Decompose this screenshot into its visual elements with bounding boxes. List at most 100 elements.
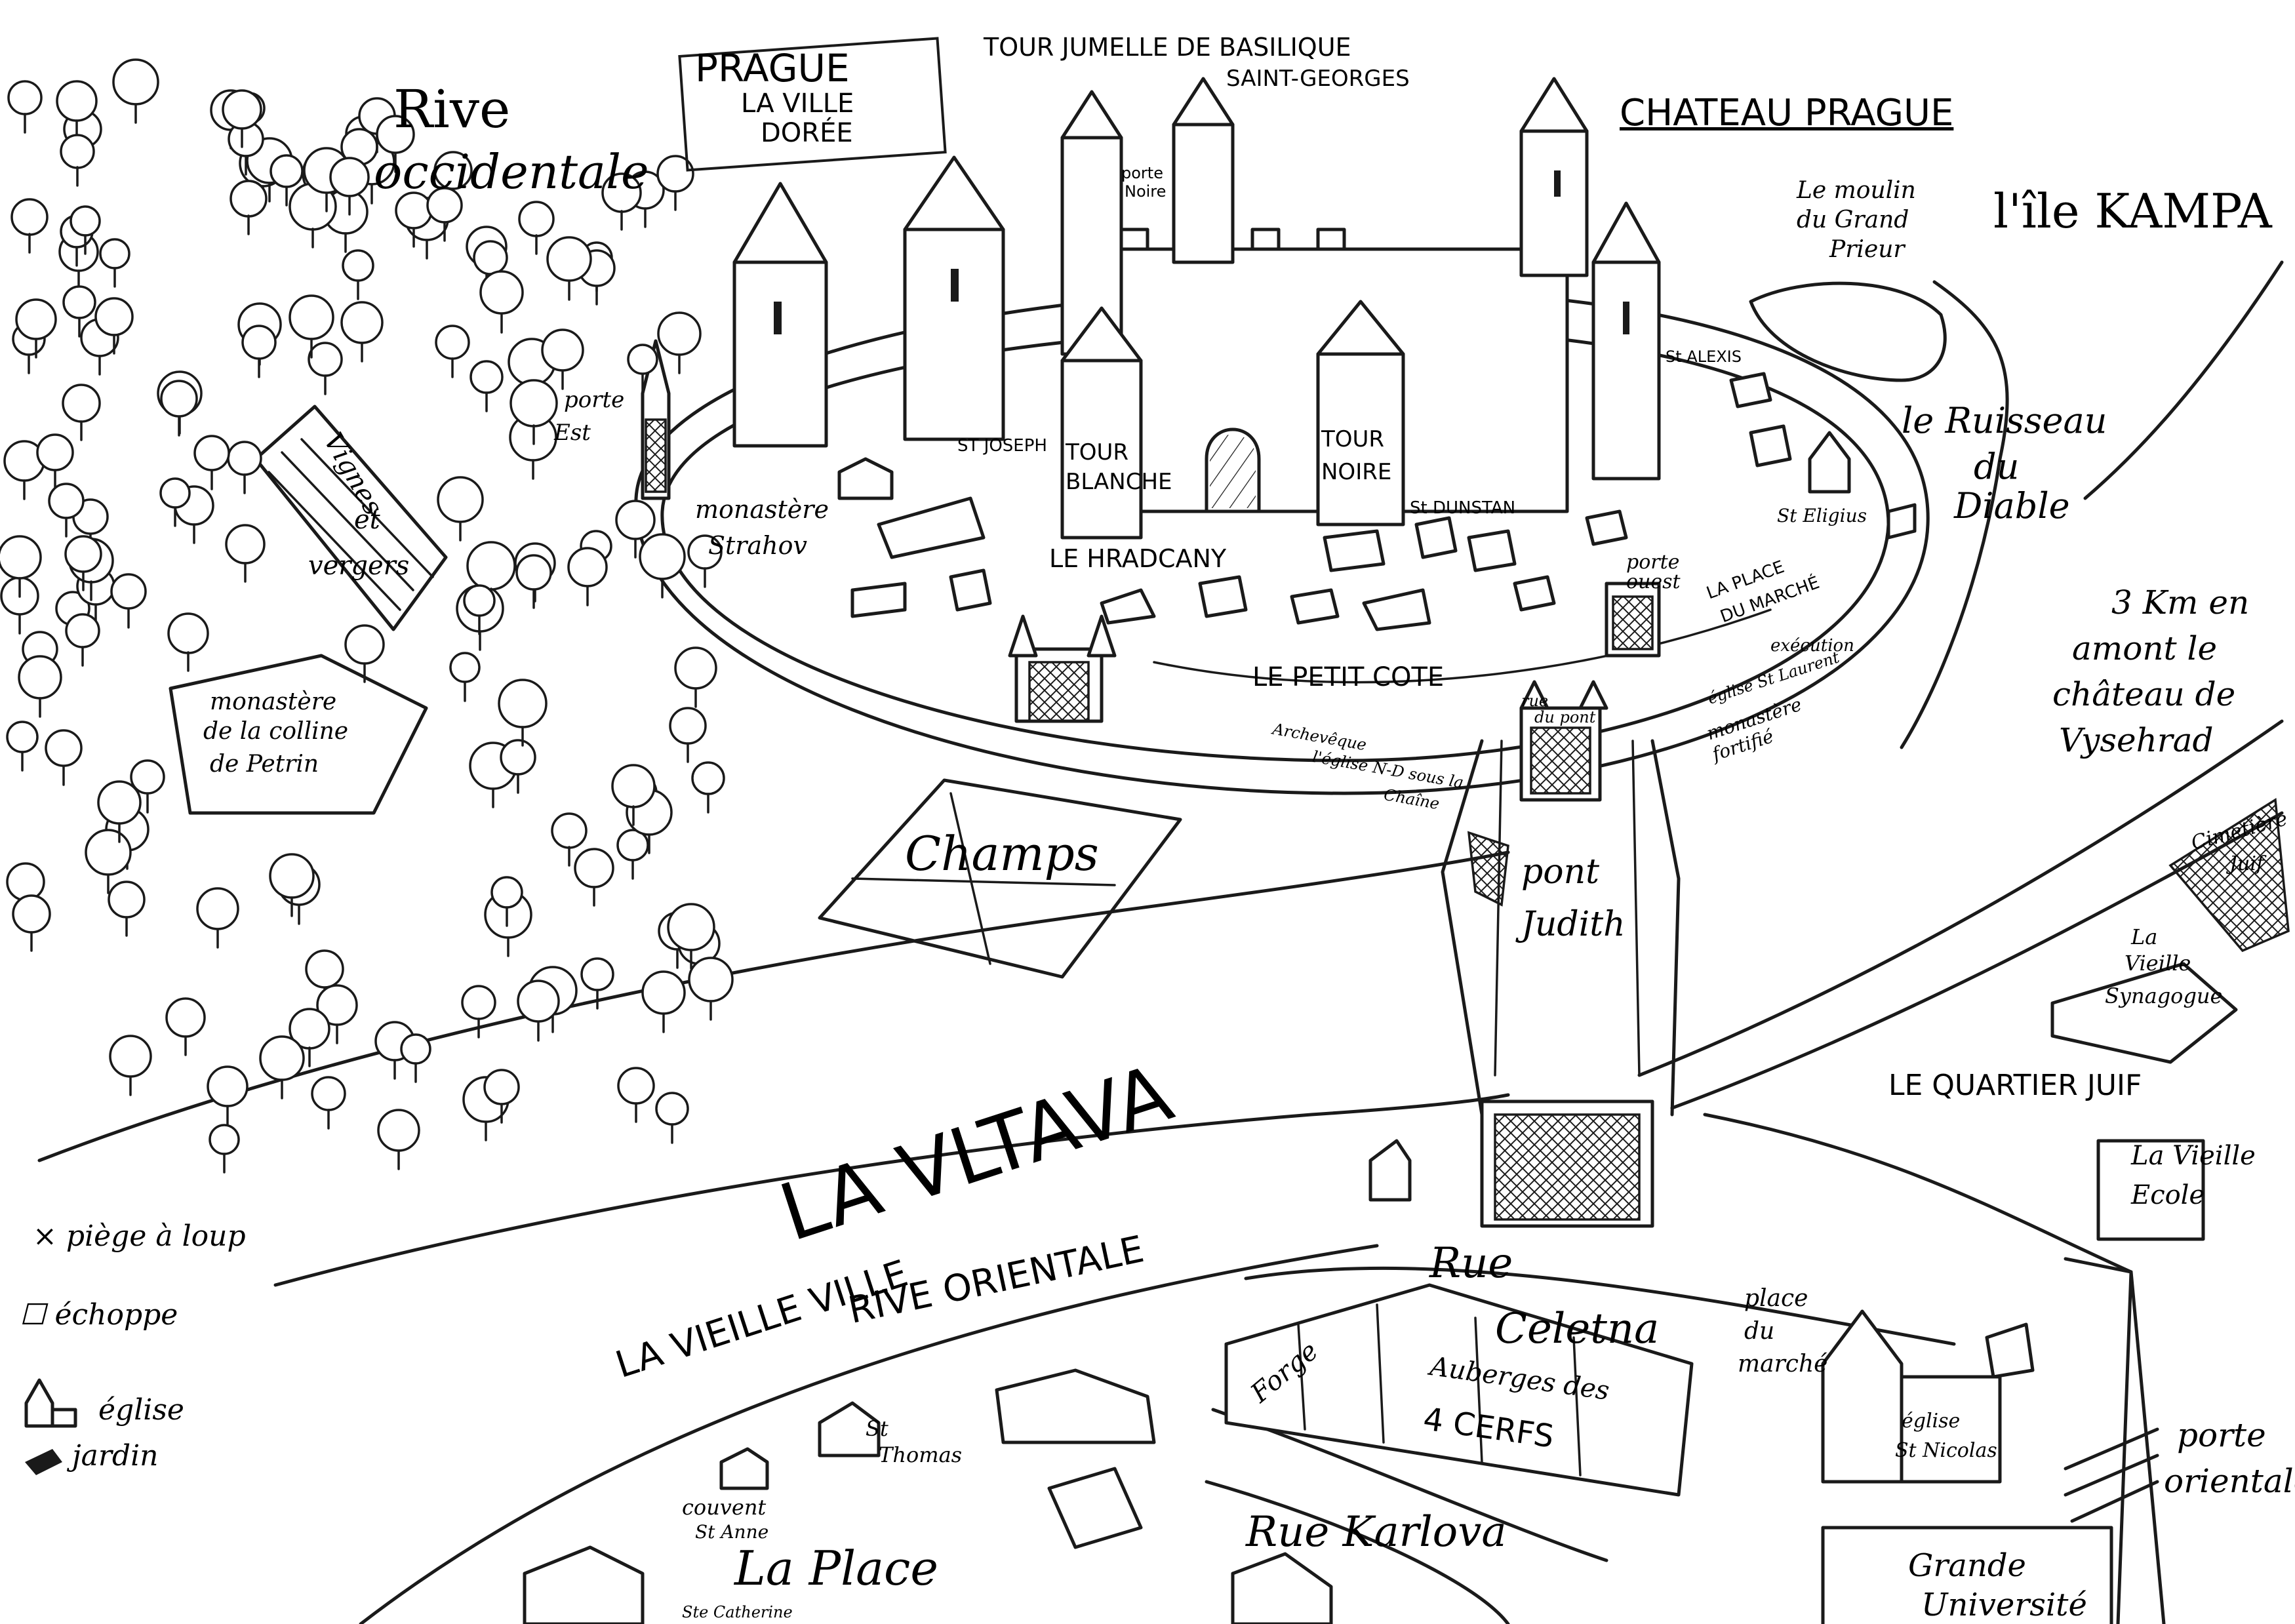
porte-est-label-1: porte bbox=[564, 387, 625, 413]
vignes-vergers bbox=[254, 405, 448, 631]
tour-noire-label-2: NOIRE bbox=[1321, 459, 1392, 485]
tree bbox=[209, 1124, 240, 1155]
synagogue-label-2: Vieille bbox=[2125, 951, 2191, 976]
shop-icon: ☐ bbox=[20, 1298, 46, 1332]
tour-blanche-label-1: TOUR bbox=[1066, 439, 1129, 465]
pont-judith-label-1: pont bbox=[1521, 852, 1599, 892]
monastere-strahov-label-2: Strahov bbox=[708, 531, 807, 560]
tree bbox=[611, 764, 656, 808]
tree bbox=[641, 970, 686, 1015]
river-bank-north bbox=[37, 850, 1510, 1162]
vignes-label-2: et bbox=[354, 505, 380, 535]
porte-sud-gate bbox=[1008, 614, 1117, 723]
tree bbox=[18, 655, 62, 700]
tree bbox=[627, 344, 658, 375]
tree bbox=[500, 739, 536, 776]
rue-pont-label-2: du pont bbox=[1534, 708, 1596, 726]
vysehrad-label-3: château de bbox=[2052, 675, 2236, 713]
tree bbox=[541, 328, 584, 372]
tree bbox=[498, 679, 548, 728]
trap-icon: × bbox=[33, 1219, 57, 1253]
tree bbox=[227, 441, 262, 476]
map-title-line-3: DORÉE bbox=[761, 118, 853, 148]
cimetiere-juif bbox=[2168, 798, 2290, 953]
tree bbox=[65, 613, 100, 648]
tree bbox=[230, 180, 268, 218]
universite-label-1: Grande bbox=[1908, 1547, 2026, 1584]
tree bbox=[466, 541, 516, 591]
tree bbox=[207, 1065, 249, 1107]
rue-karlova-label: Rue Karlova bbox=[1246, 1508, 1507, 1556]
moulin-label-3: Prieur bbox=[1829, 236, 1905, 263]
tree bbox=[400, 1033, 431, 1065]
moulin-label-2: du Grand bbox=[1797, 207, 1909, 233]
tree bbox=[574, 848, 614, 888]
street-celetna bbox=[1244, 1266, 1956, 1346]
tree bbox=[691, 761, 725, 795]
st-alexis-label: St ALEXIS bbox=[1666, 347, 1742, 366]
vieille-ecole bbox=[2096, 1139, 2205, 1241]
petrin-label-2: de la colline bbox=[203, 718, 349, 745]
tree bbox=[667, 903, 715, 951]
place-du-marche-label-2: du bbox=[1744, 1318, 1775, 1345]
legend-church-icon bbox=[24, 1378, 77, 1428]
pont-side-hatch bbox=[1467, 831, 1509, 907]
vysehrad-label-1: 3 Km en bbox=[2111, 584, 2250, 622]
rue-pont-label-1: rue bbox=[1521, 692, 1549, 710]
porte-noire-label-1: porte bbox=[1121, 164, 1163, 182]
place-du-marche-label-1: place bbox=[1744, 1285, 1808, 1312]
porte-est-label-2: Est bbox=[554, 420, 591, 446]
legend-item-church: église bbox=[98, 1393, 184, 1427]
synagogue-label-3: Synagogue bbox=[2105, 983, 2223, 1008]
tour-blanche bbox=[1060, 306, 1143, 540]
river-bank-south bbox=[273, 1093, 1510, 1287]
kampa-label: l'île KAMPA bbox=[1993, 184, 2272, 239]
tree bbox=[580, 957, 614, 991]
tree bbox=[45, 729, 83, 767]
tree bbox=[193, 435, 230, 471]
tree bbox=[110, 573, 147, 610]
map-title-line-2: LA VILLE bbox=[741, 89, 854, 119]
legend-item-shop: ☐ échoppe bbox=[20, 1298, 178, 1332]
castle-gate-arch-fill bbox=[1210, 434, 1256, 508]
st-eligius-label: St Eligius bbox=[1777, 505, 1867, 526]
couvent-anne-label-1: couvent bbox=[682, 1495, 767, 1520]
ruisseau-label-2: du bbox=[1974, 446, 2020, 487]
auberges-block bbox=[1224, 1283, 1694, 1497]
tower-label-2: SAINT-GEORGES bbox=[1226, 66, 1410, 92]
tree bbox=[6, 721, 39, 753]
map-title-line-1: PRAGUE bbox=[695, 46, 850, 90]
river-bank-north-2 bbox=[1637, 719, 2284, 1077]
tree bbox=[657, 311, 702, 356]
eglise-st-nicolas bbox=[1821, 1309, 2002, 1484]
tower-jumelle-2 bbox=[1172, 77, 1235, 264]
rue-celetna-label-2: Celetna bbox=[1495, 1305, 1660, 1353]
cimetiere-label-2: Juif bbox=[2229, 852, 2264, 875]
pont-south-gate bbox=[1480, 1099, 1654, 1228]
tree bbox=[546, 236, 592, 282]
tree bbox=[99, 238, 130, 269]
pont-judith-inner bbox=[1494, 740, 1641, 1077]
monastere-strahov-label-1: monastère bbox=[695, 495, 829, 524]
tree bbox=[509, 379, 558, 427]
tree bbox=[567, 547, 608, 587]
tree bbox=[196, 887, 239, 930]
rive-occ-label-2: occidentale bbox=[374, 144, 649, 199]
castle-outer-wall bbox=[634, 287, 1930, 795]
tree bbox=[64, 535, 102, 573]
tree bbox=[469, 360, 504, 394]
vignes-label-3: vergers bbox=[308, 551, 410, 581]
tree bbox=[10, 198, 49, 236]
tree bbox=[85, 829, 132, 876]
tree bbox=[60, 134, 95, 169]
tree bbox=[12, 894, 51, 934]
rive-occ-label-1: Rive bbox=[393, 79, 511, 140]
st-thomas-label-2: Thomas bbox=[879, 1442, 963, 1467]
tree bbox=[225, 524, 266, 564]
tree bbox=[160, 380, 198, 418]
tower-west bbox=[732, 182, 828, 448]
pont-north-gate bbox=[1519, 680, 1608, 802]
tree bbox=[655, 1092, 689, 1126]
tower-jumelle-1 bbox=[1060, 90, 1123, 356]
st-thomas-label-1: St bbox=[866, 1416, 888, 1441]
